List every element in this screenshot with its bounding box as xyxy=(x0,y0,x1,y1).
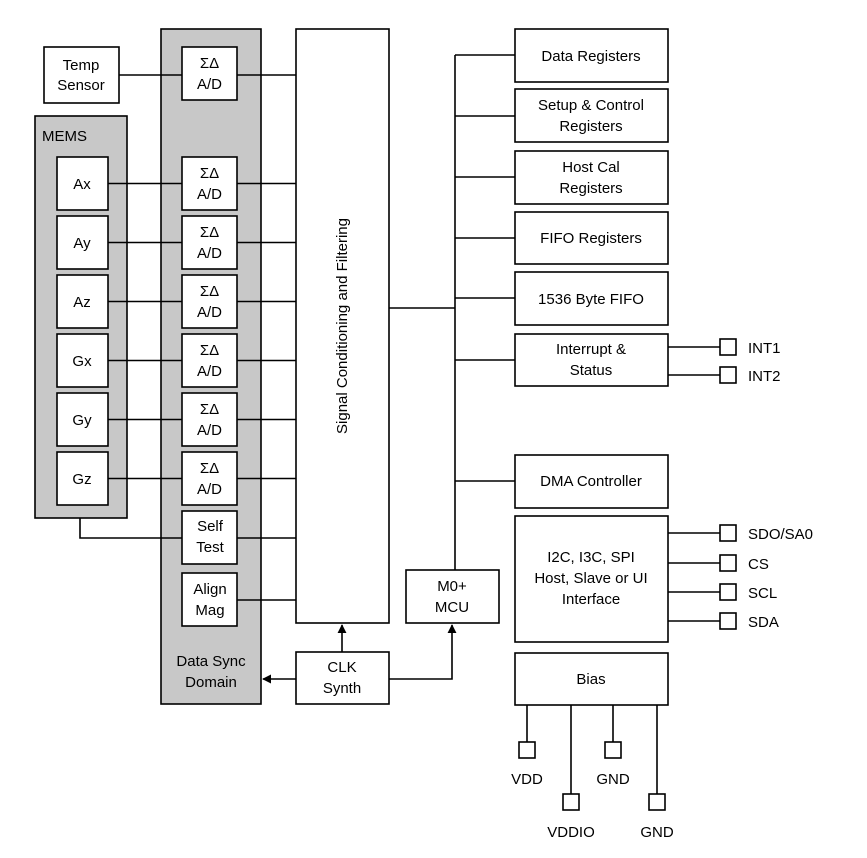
sdo-sa0-label: SDO/SA0 xyxy=(748,526,813,543)
mcu-line-2: MCU xyxy=(435,599,469,616)
temp-sensor-line-1: Temp xyxy=(63,57,100,74)
cs-pin xyxy=(719,554,737,572)
sdo-sa0-pin xyxy=(719,524,737,542)
align-mag-line-1: Align xyxy=(193,581,226,598)
gnd-2-label: GND xyxy=(640,824,674,841)
adc-label-ad-gy: A/D xyxy=(197,422,222,439)
host-cal-line-2: Registers xyxy=(559,180,622,197)
int2-label: INT2 xyxy=(748,368,781,385)
align-mag-line-2: Mag xyxy=(195,602,224,619)
signal-conditioning-label: Signal Conditioning and Filtering xyxy=(334,218,351,434)
adc-label-sigma-az: ΣΔ xyxy=(200,283,219,300)
adc-label-ad-ax: A/D xyxy=(197,186,222,203)
sensor-label-gy: Gy xyxy=(72,412,92,429)
data-registers-block xyxy=(514,28,669,83)
interrupt-status-line-1: Interrupt & xyxy=(556,341,626,358)
dma-controller-label: DMA Controller xyxy=(540,473,642,490)
data-sync-domain-line-1: Data Sync xyxy=(176,653,246,670)
adc-label-sigma-temp: ΣΔ xyxy=(200,55,219,72)
int1-label: INT1 xyxy=(748,340,781,357)
adc-label-sigma-gz: ΣΔ xyxy=(200,460,219,477)
clk-synth-block xyxy=(295,651,390,705)
arrow-clk-to-mcu xyxy=(389,624,457,680)
sensor-label-ay: Ay xyxy=(73,235,91,252)
scl-pin xyxy=(719,583,737,601)
sigma-delta-adc-ax xyxy=(181,156,238,211)
pins: INT1 INT2 SDO/SA0 CS SCL SDA VDD VDDIO G… xyxy=(511,338,813,841)
sda-label: SDA xyxy=(748,614,779,631)
clk-synth-line-2: Synth xyxy=(323,680,361,697)
sensor-label-az: Az xyxy=(73,294,91,311)
fifo-registers-block xyxy=(514,211,669,265)
interface-block xyxy=(514,515,669,643)
sensor-label-gx: Gx xyxy=(72,353,92,370)
setup-control-line-2: Registers xyxy=(559,118,622,135)
fifo-1536-block xyxy=(514,271,669,326)
interface-line-3: Interface xyxy=(562,591,620,608)
wiring xyxy=(79,54,720,794)
adc-label-ad-temp: A/D xyxy=(197,76,222,93)
gnd-1-label: GND xyxy=(596,771,630,788)
vdd-pin xyxy=(518,741,536,759)
bias-block xyxy=(514,652,669,706)
interface-line-2: Host, Slave or UI xyxy=(534,570,647,587)
fifo-1536-label: 1536 Byte FIFO xyxy=(538,291,644,308)
data-sync-domain-label: Data Sync Domain xyxy=(176,653,246,691)
adc-label-ad-az: A/D xyxy=(197,304,222,321)
adc-label-ad-gx: A/D xyxy=(197,363,222,380)
host-cal-line-1: Host Cal xyxy=(562,159,620,176)
self-test-block xyxy=(181,510,238,565)
sensor-gy xyxy=(56,392,109,447)
cs-label: CS xyxy=(748,556,769,573)
adc-label-sigma-gy: ΣΔ xyxy=(200,401,219,418)
interrupt-status-block xyxy=(514,333,669,387)
sda-pin xyxy=(719,612,737,630)
adc-label-ad-ay: A/D xyxy=(197,245,222,262)
adc-label-ad-gz: A/D xyxy=(197,481,222,498)
sensor-az xyxy=(56,274,109,329)
int1-pin xyxy=(719,338,737,356)
clk-synth-line-1: CLK xyxy=(327,659,356,676)
host-cal-registers-block xyxy=(514,150,669,205)
wire-mems-to-selftest xyxy=(79,518,182,539)
sigma-delta-adc-gz xyxy=(181,451,238,506)
vdd-label: VDD xyxy=(511,771,543,788)
mcu-block xyxy=(405,569,500,624)
bias-label: Bias xyxy=(576,671,605,688)
mems-title: MEMS xyxy=(42,128,87,145)
mcu-line-1: M0+ xyxy=(437,578,467,595)
int2-pin xyxy=(719,366,737,384)
self-test-line-1: Self xyxy=(197,518,224,535)
adc-label-sigma-gx: ΣΔ xyxy=(200,342,219,359)
sensor-label-ax: Ax xyxy=(73,176,91,193)
sigma-delta-adc-ay xyxy=(181,215,238,270)
sensor-label-gz: Gz xyxy=(72,471,91,488)
vddio-pin xyxy=(562,793,580,811)
data-sync-domain-line-2: Domain xyxy=(185,674,237,691)
setup-control-registers-block xyxy=(514,88,669,143)
signal-conditioning-block xyxy=(295,28,390,624)
sensor-gz xyxy=(56,451,109,506)
sigma-delta-adc-temp xyxy=(181,46,238,101)
interrupt-status-line-2: Status xyxy=(570,362,613,379)
sigma-delta-adc-gx xyxy=(181,333,238,388)
adc-label-sigma-ax: ΣΔ xyxy=(200,165,219,182)
sensor-ax xyxy=(56,156,109,211)
temp-sensor-line-2: Sensor xyxy=(57,77,105,94)
interface-line-1: I2C, I3C, SPI xyxy=(547,549,635,566)
data-registers-label: Data Registers xyxy=(541,48,640,65)
gnd-1-pin xyxy=(604,741,622,759)
gnd-2-pin xyxy=(648,793,666,811)
self-test-line-2: Test xyxy=(196,539,224,556)
temp-sensor-block xyxy=(43,46,120,104)
vddio-label: VDDIO xyxy=(547,824,595,841)
scl-label: SCL xyxy=(748,585,777,602)
adc-label-sigma-ay: ΣΔ xyxy=(200,224,219,241)
fifo-registers-label: FIFO Registers xyxy=(540,230,642,247)
setup-control-line-1: Setup & Control xyxy=(538,97,644,114)
